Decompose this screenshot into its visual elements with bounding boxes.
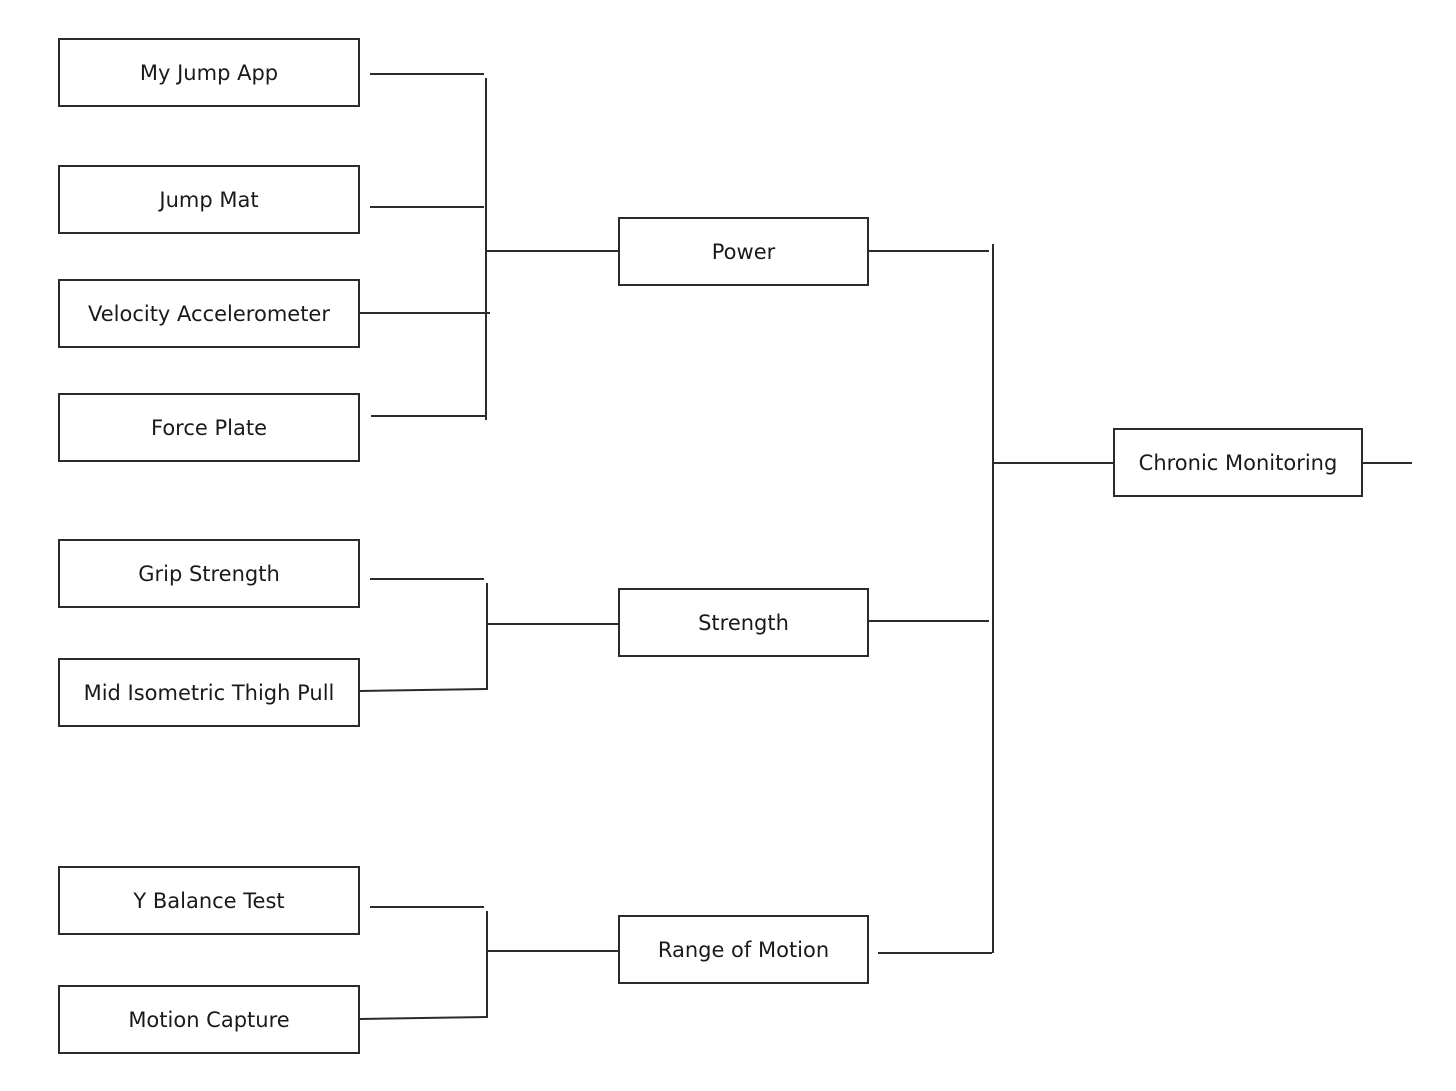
node-velocity-accelerometer: Velocity Accelerometer: [58, 279, 360, 348]
node-jump-mat: Jump Mat: [58, 165, 360, 234]
node-chronic-monitoring: Chronic Monitoring: [1113, 428, 1363, 497]
connector-motion-capture: [359, 1016, 488, 1020]
node-range-of-motion: Range of Motion: [618, 915, 869, 984]
node-motion-capture: Motion Capture: [58, 985, 360, 1054]
node-strength: Strength: [618, 588, 869, 657]
node-my-jump-app: My Jump App: [58, 38, 360, 107]
node-mid-isometric-thigh-pull: Mid Isometric Thigh Pull: [58, 658, 360, 727]
connector-mid-isometric-thigh-pull: [359, 688, 488, 692]
node-grip-strength: Grip Strength: [58, 539, 360, 608]
node-power: Power: [618, 217, 869, 286]
node-force-plate: Force Plate: [58, 393, 360, 462]
node-y-balance-test: Y Balance Test: [58, 866, 360, 935]
